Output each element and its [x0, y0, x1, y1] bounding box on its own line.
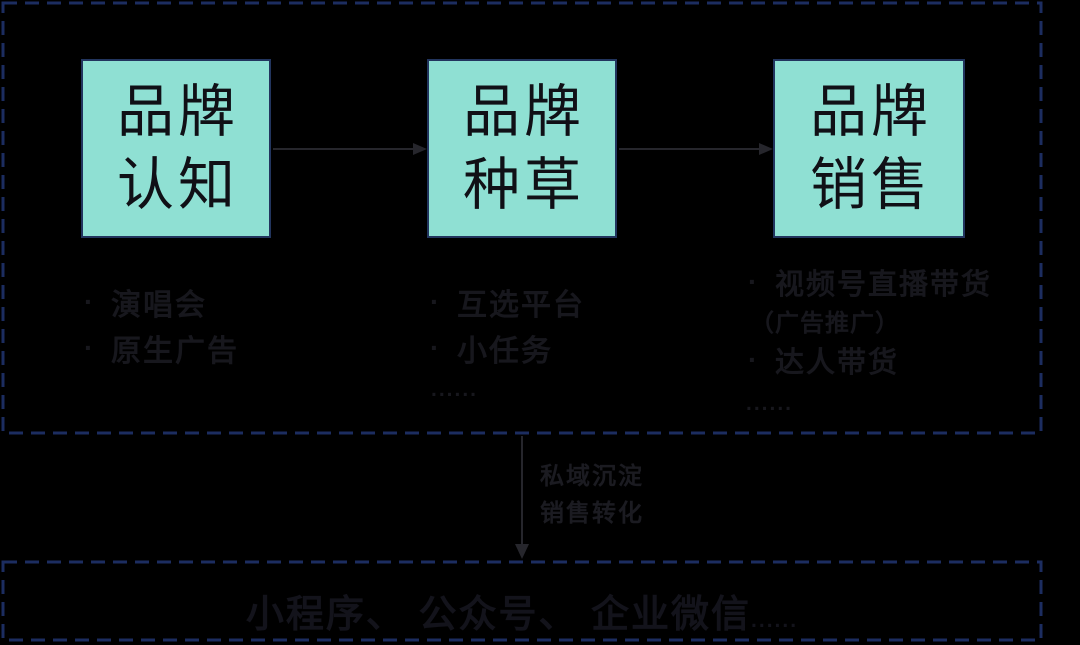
bullet-text: 视频号直播带货: [775, 268, 993, 301]
stage-title-line: 销售: [810, 152, 932, 217]
list-item: · 演唱会: [84, 279, 239, 325]
stage-title-line: 种草: [463, 152, 585, 217]
arrow-down-to-private-domain: [515, 436, 529, 559]
stage-title-brand-awareness: 品牌 认知: [113, 76, 239, 222]
bullet-marker: ·: [748, 265, 760, 297]
bullet-text: 原生广告: [111, 335, 239, 368]
stage-title-line: 品牌: [117, 79, 239, 144]
stage-box-brand-seeding: 品牌 种草: [427, 59, 617, 238]
arrow-seeding-to-sales: [619, 143, 773, 155]
stage-title-brand-sales: 品牌 销售: [806, 76, 932, 222]
public-domain-region-border: [1, 1, 1043, 435]
awareness-bullet-list: · 演唱会 · 原生广告: [84, 279, 239, 371]
stage-box-brand-awareness: 品牌 认知: [81, 59, 271, 238]
bullet-text: 达人带货: [775, 346, 900, 379]
arrow-awareness-to-seeding: [273, 143, 427, 155]
bullet-marker: ·: [84, 286, 96, 317]
stage-title-line: 品牌: [463, 79, 585, 144]
list-item: · 原生广告: [84, 325, 239, 371]
bullet-marker: ·: [430, 332, 442, 363]
seeding-bullet-list: · 互选平台 · 小任务: [430, 279, 585, 371]
down-arrow-label-line: 销售转化: [540, 500, 644, 527]
stage-title-brand-seeding: 品牌 种草: [459, 76, 585, 222]
sales-bullet-list: · 视频号直播带货 （广告推广） · 达人带货: [748, 262, 992, 379]
list-item: · 视频号直播带货: [748, 262, 992, 301]
stage-title-line: 品牌: [810, 79, 932, 144]
list-item: · 小任务: [430, 325, 585, 371]
private-domain-channels-text: 小程序、 公众号、 企业微信: [245, 594, 752, 636]
bullet-note: （广告推广）: [750, 310, 900, 337]
stage-title-line: 认知: [117, 152, 239, 217]
down-arrow-label-line: 私域沉淀: [540, 463, 644, 490]
bullet-marker: ·: [748, 343, 760, 375]
sales-ellipsis: ......: [746, 392, 794, 415]
bullet-text: 小任务: [457, 335, 553, 368]
bullet-marker: ·: [84, 332, 96, 363]
bullet-text: 演唱会: [111, 289, 207, 322]
bullet-marker: ·: [430, 286, 442, 317]
list-item: · 达人带货: [748, 340, 992, 379]
private-domain-region-border: [1, 560, 1043, 642]
bullet-text: 互选平台: [457, 289, 585, 322]
down-arrow-label: 私域沉淀 销售转化: [540, 458, 644, 532]
private-domain-ellipsis: ......: [751, 609, 799, 632]
list-item: · 互选平台: [430, 279, 585, 325]
stage-box-brand-sales: 品牌 销售: [773, 59, 965, 238]
seeding-ellipsis: ......: [431, 378, 479, 401]
private-domain-channels: 小程序、 公众号、 企业微信......: [3, 583, 1041, 638]
